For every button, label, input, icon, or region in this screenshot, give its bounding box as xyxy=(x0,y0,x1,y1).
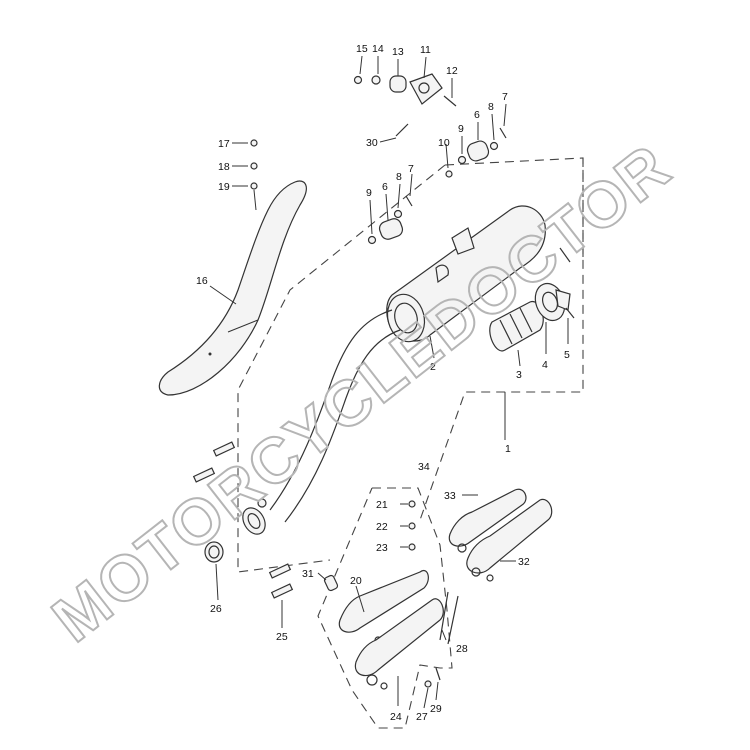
assembly-outline-main xyxy=(237,157,584,573)
callout-20: 20 xyxy=(350,575,362,587)
callout-31: 31 xyxy=(302,568,314,580)
callout-28: 28 xyxy=(456,643,468,655)
callout-26: 26 xyxy=(210,603,222,615)
callout-18: 18 xyxy=(218,161,230,173)
callout-34: 34 xyxy=(418,461,430,473)
callout-24: 24 xyxy=(390,711,402,723)
callout-3: 3 xyxy=(516,369,522,381)
callout-1: 1 xyxy=(505,443,511,455)
assembly-outline-34 xyxy=(317,487,453,729)
callout-29: 29 xyxy=(430,703,442,715)
callout-25: 25 xyxy=(276,631,288,643)
hardware-cluster-top xyxy=(353,73,507,245)
callout-17: 17 xyxy=(218,138,230,150)
callout-7a: 7 xyxy=(502,91,508,103)
callout-15: 15 xyxy=(356,43,368,55)
callout-8a: 8 xyxy=(488,101,494,113)
lower-shield-33 xyxy=(448,488,527,553)
fitting-31 xyxy=(323,574,339,592)
callout-23: 23 xyxy=(376,542,388,554)
callout-21: 21 xyxy=(376,499,388,511)
callout-labels: 1 2 3 4 5 6 6 7 7 8 8 9 9 10 11 12 13 14… xyxy=(196,43,570,723)
callout-30: 30 xyxy=(366,137,378,149)
callout-12: 12 xyxy=(446,65,458,77)
callout-14: 14 xyxy=(372,43,384,55)
callout-19: 19 xyxy=(218,181,230,193)
hardware-27-29 xyxy=(424,667,441,688)
callout-13: 13 xyxy=(392,46,404,58)
callout-33: 33 xyxy=(444,490,456,502)
springs-25 xyxy=(192,441,294,599)
callout-8b: 8 xyxy=(396,171,402,183)
bolt-5 xyxy=(559,247,575,319)
gasket-26 xyxy=(204,541,224,563)
hardware-17-19 xyxy=(250,139,258,211)
callout-5: 5 xyxy=(564,349,570,361)
header-pipe xyxy=(242,309,401,535)
end-cap-4 xyxy=(534,282,571,322)
callout-2: 2 xyxy=(430,361,436,373)
callout-leaders xyxy=(209,55,569,709)
lower-shield-32 xyxy=(466,498,553,582)
callout-16: 16 xyxy=(196,275,208,287)
hardware-21-23 xyxy=(408,500,416,551)
muffler-2 xyxy=(386,205,546,343)
heat-shield-16 xyxy=(158,180,307,396)
lower-shield-24 xyxy=(354,598,444,690)
callout-9b: 9 xyxy=(366,187,372,199)
callout-6a: 6 xyxy=(474,109,480,121)
heat-shield-pipe-28 xyxy=(439,591,459,645)
callout-22: 22 xyxy=(376,521,388,533)
callout-4: 4 xyxy=(542,359,548,371)
callout-32: 32 xyxy=(518,556,530,568)
callout-7b: 7 xyxy=(408,163,414,175)
callout-6b: 6 xyxy=(382,181,388,193)
callout-11: 11 xyxy=(420,44,431,56)
callout-10: 10 xyxy=(438,137,450,149)
callout-27: 27 xyxy=(416,711,428,723)
callout-9a: 9 xyxy=(458,123,464,135)
